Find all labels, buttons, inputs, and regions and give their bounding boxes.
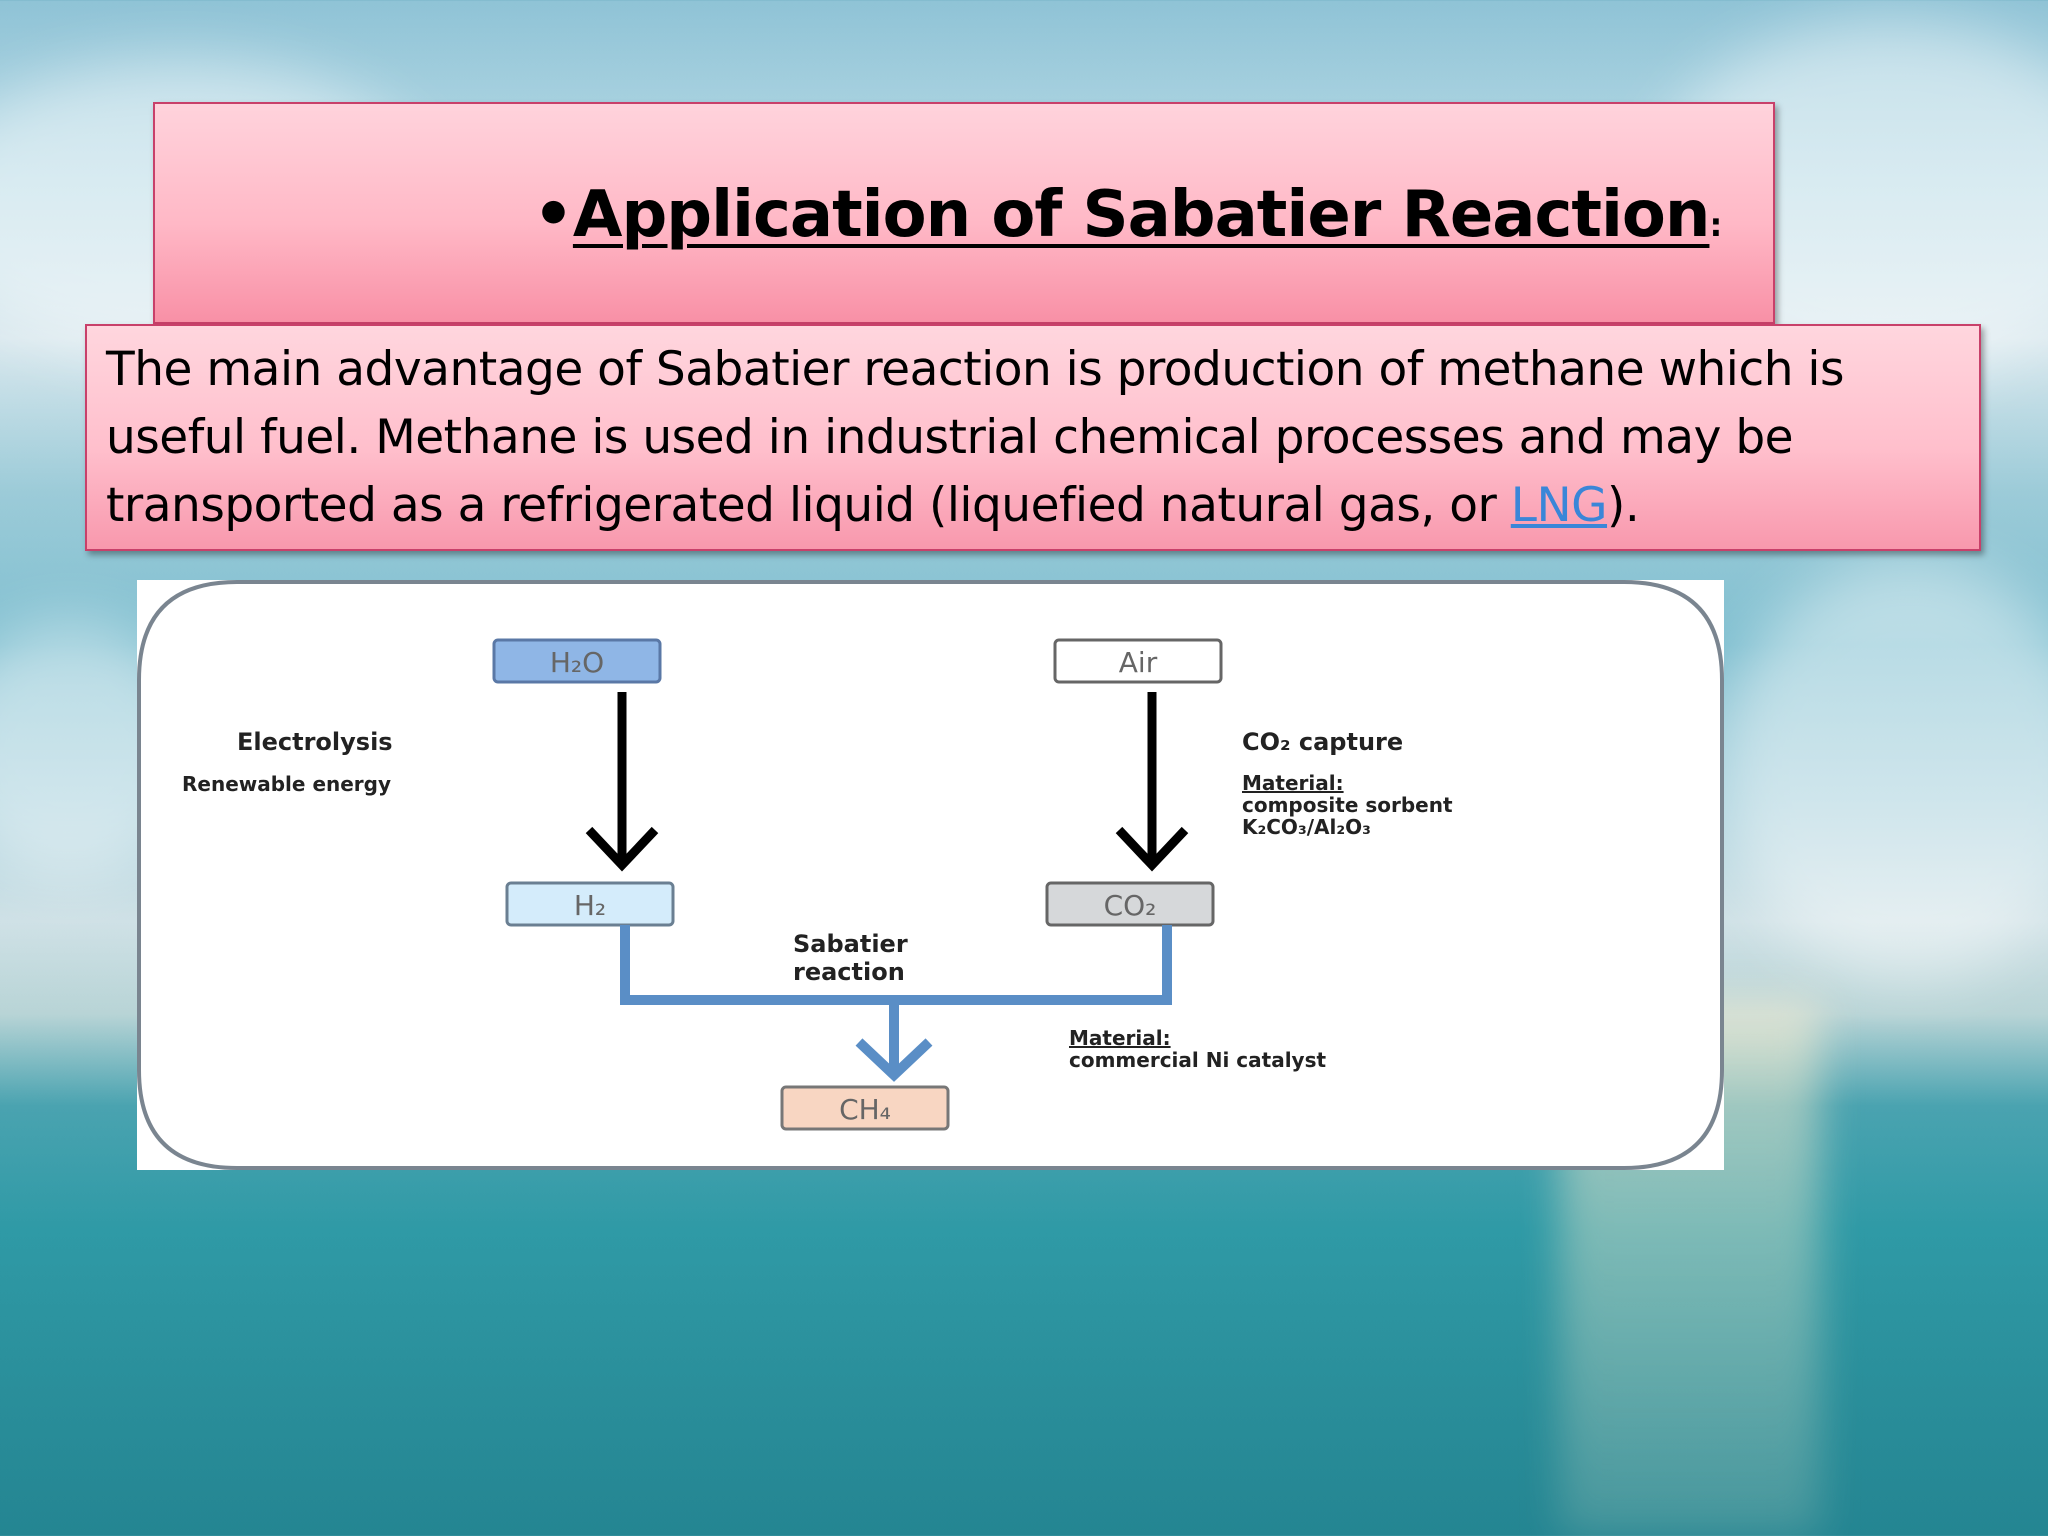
catalyst-label: commercial Ni catalyst — [1069, 1048, 1326, 1072]
cloud-decoration — [1720, 560, 2048, 980]
sabatier-process-diagram: H₂O Air Electrolysis Renewable energy CO… — [137, 580, 1724, 1170]
arrowhead-ch4 — [855, 1038, 933, 1082]
diagram-frame — [137, 580, 1724, 1170]
title-box — [153, 102, 1775, 324]
body-box — [85, 324, 1981, 551]
air-label: Air — [1119, 646, 1158, 679]
co2-label: CO₂ — [1104, 889, 1157, 922]
air-box — [1053, 638, 1223, 684]
sorbent-label: composite sorbent — [1242, 793, 1453, 817]
material-label-bottom: Material: — [1069, 1026, 1171, 1050]
h2-label: H₂ — [574, 889, 606, 922]
h2o-box — [492, 638, 662, 684]
body-paragraph: The main advantage of Sabatier reaction … — [106, 336, 1966, 540]
co2-capture-label: CO₂ capture — [1242, 728, 1403, 756]
body-text-main: The main advantage of Sabatier reaction … — [106, 342, 1844, 533]
ch4-box — [780, 1085, 950, 1131]
ch4-label: CH₄ — [839, 1093, 891, 1126]
renewable-energy-label: Renewable energy — [182, 772, 391, 796]
title-colon: : — [1709, 206, 1722, 244]
reaction-label: reaction — [793, 958, 905, 986]
slide-title: •Application of Sabatier Reaction: — [533, 178, 1733, 252]
title-bullet: • — [533, 178, 574, 252]
sorbent-formula-label: K₂CO₃/Al₂O₃ — [1242, 815, 1371, 839]
arrowhead-h2 — [585, 826, 659, 872]
co2-box — [1045, 881, 1215, 927]
body-text-end: ). — [1607, 478, 1640, 533]
arrowhead-co2 — [1115, 826, 1189, 872]
sabatier-label: Sabatier — [793, 930, 908, 958]
diagram-svg: H₂O Air Electrolysis Renewable energy CO… — [137, 580, 1724, 1170]
material-label-top: Material: — [1242, 771, 1344, 795]
lng-link[interactable]: LNG — [1510, 478, 1608, 533]
h2o-label: H₂O — [550, 646, 604, 679]
title-text: Application of Sabatier Reaction — [572, 178, 1711, 252]
h2-box — [505, 881, 675, 927]
electrolysis-label: Electrolysis — [237, 728, 393, 756]
